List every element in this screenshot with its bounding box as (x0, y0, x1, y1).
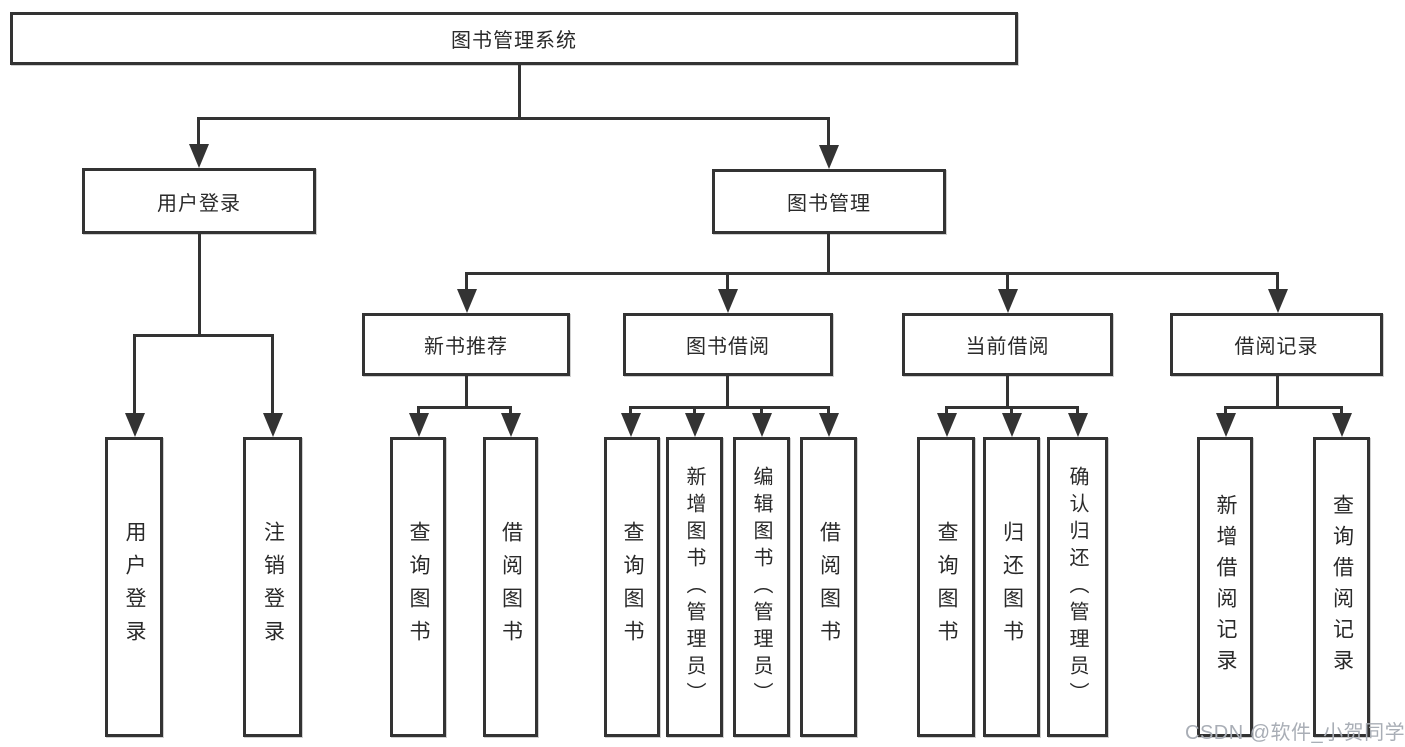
connector-drop-borrow (726, 272, 729, 292)
arrowhead-logout (263, 413, 283, 437)
leaf-borrow-add-label: 新增图书（管理员） (683, 465, 705, 709)
arrowhead-login (125, 413, 145, 437)
arrowhead-br4 (819, 413, 839, 437)
leaf-records-add-label: 新增借阅记录 (1214, 494, 1237, 680)
leaf-new-book-borrow-label: 借阅图书 (499, 521, 523, 653)
leaf-records-query-label: 查询借阅记录 (1330, 494, 1354, 680)
connector-drop-records (1276, 272, 1279, 292)
arrowhead-cu1 (937, 413, 957, 437)
node-records-label: 借阅记录 (1234, 336, 1319, 358)
arrowhead-records (1268, 289, 1288, 313)
connector-drop-user-login (197, 117, 200, 148)
leaf-current-query-label: 查询图书 (935, 521, 958, 653)
connector-drop-cu2 (1010, 406, 1013, 415)
arrowhead-re1 (1216, 413, 1236, 437)
connector-drop-nb2 (509, 406, 512, 415)
leaf-current-confirm-label: 确认归还（管理员） (1066, 465, 1088, 709)
connector-borrow-hbar (629, 406, 830, 409)
leaf-current-query: 查询图书 (917, 437, 975, 737)
leaf-borrow-edit-label: 编辑图书（管理员） (750, 465, 772, 709)
node-user-login: 用户登录 (82, 168, 316, 234)
connector-drop-re1 (1224, 406, 1227, 415)
node-borrow-label: 图书借阅 (686, 336, 770, 358)
arrowhead-borrow (718, 289, 738, 313)
leaf-user-login-label: 用户登录 (123, 521, 146, 653)
leaf-logout-label: 注销登录 (261, 521, 285, 653)
node-new-book-label: 新书推荐 (424, 336, 508, 358)
connector-drop-br4 (827, 406, 830, 415)
leaf-current-return: 归还图书 (983, 437, 1040, 737)
connector-root-trunk (518, 65, 521, 119)
leaf-borrow-book-label: 借阅图书 (817, 521, 841, 653)
connector-user-login-hbar (133, 334, 274, 337)
node-current: 当前借阅 (902, 313, 1113, 376)
node-book-mgmt: 图书管理 (712, 169, 946, 234)
connector-user-login-trunk (198, 234, 201, 337)
arrowhead-nb2 (501, 413, 521, 437)
node-current-label: 当前借阅 (965, 336, 1050, 358)
connector-drop-br1 (629, 406, 632, 415)
leaf-borrow-query-label: 查询图书 (621, 521, 644, 653)
connector-new-book-trunk (465, 376, 468, 409)
leaf-new-book-query: 查询图书 (390, 437, 446, 737)
connector-drop-cu3 (1076, 406, 1079, 415)
leaf-current-confirm: 确认归还（管理员） (1047, 437, 1108, 737)
node-new-book: 新书推荐 (362, 313, 570, 376)
arrowhead-nb1 (409, 413, 429, 437)
connector-drop-logout (271, 334, 274, 415)
connector-drop-br3 (760, 406, 763, 415)
node-book-mgmt-label: 图书管理 (787, 193, 871, 215)
connector-book-mgmt-hbar (465, 272, 1279, 275)
connector-records-trunk (1276, 376, 1279, 409)
leaf-current-return-label: 归还图书 (1000, 521, 1024, 653)
connector-drop-re2 (1340, 406, 1343, 415)
leaf-new-book-query-label: 查询图书 (407, 521, 430, 653)
connector-drop-book-mgmt (827, 117, 830, 148)
leaf-borrow-query: 查询图书 (604, 437, 660, 737)
arrowhead-br1 (621, 413, 641, 437)
leaf-user-login: 用户登录 (105, 437, 163, 737)
connector-current-trunk (1006, 376, 1009, 409)
leaf-records-add: 新增借阅记录 (1197, 437, 1253, 737)
leaf-borrow-add: 新增图书（管理员） (666, 437, 723, 737)
node-records: 借阅记录 (1170, 313, 1383, 376)
arrowhead-cu3 (1068, 413, 1088, 437)
arrowhead-cu2 (1002, 413, 1022, 437)
connector-new-book-hbar (417, 406, 512, 409)
connector-drop-login (133, 334, 136, 415)
arrowhead-book-mgmt (819, 145, 839, 169)
arrowhead-re2 (1332, 413, 1352, 437)
leaf-borrow-edit: 编辑图书（管理员） (733, 437, 790, 737)
leaf-records-query: 查询借阅记录 (1313, 437, 1370, 737)
leaf-borrow-book: 借阅图书 (800, 437, 857, 737)
node-root: 图书管理系统 (10, 12, 1018, 65)
csdn-watermark: CSDN @软件_小贺同学 (1185, 722, 1405, 744)
connector-drop-br2 (693, 406, 696, 415)
connector-borrow-trunk (726, 376, 729, 409)
arrowhead-br3 (752, 413, 772, 437)
node-root-label: 图书管理系统 (451, 30, 577, 52)
arrowhead-new-book (457, 289, 477, 313)
node-user-login-label: 用户登录 (157, 192, 241, 215)
connector-drop-new-book (465, 272, 468, 292)
connector-drop-cu1 (945, 406, 948, 415)
arrowhead-user-login (189, 144, 209, 168)
connector-drop-current (1006, 272, 1009, 292)
arrowhead-br2 (685, 413, 705, 437)
leaf-logout: 注销登录 (243, 437, 302, 737)
leaf-new-book-borrow: 借阅图书 (483, 437, 538, 737)
connector-book-mgmt-trunk (827, 234, 830, 275)
connector-records-hbar (1224, 406, 1343, 409)
node-borrow: 图书借阅 (623, 313, 833, 376)
connector-drop-nb1 (417, 406, 420, 415)
connector-root-hbar (197, 117, 830, 120)
arrowhead-current (998, 289, 1018, 313)
